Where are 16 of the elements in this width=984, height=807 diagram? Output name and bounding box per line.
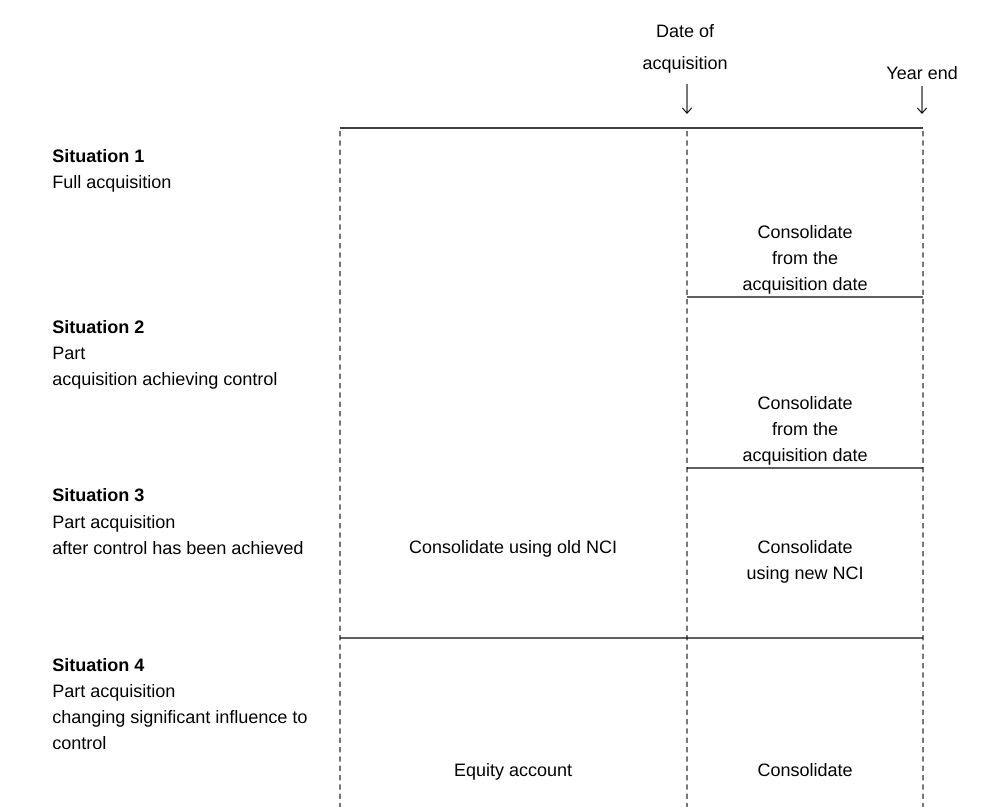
situation-title: Situation 3	[52, 488, 144, 502]
timeline-label: Year end	[886, 66, 957, 80]
cell-text: Consolidate	[758, 762, 852, 776]
cell-text: Consolidate using old NCI	[410, 540, 616, 557]
situation-description: Part acquisition after control has been achieved	[53, 514, 302, 554]
timeline-label: Date of acquisition	[643, 24, 726, 73]
situation-description: Part acquisition achieving control	[53, 346, 276, 389]
cell-text: Consolidate from the acquisition date	[743, 396, 867, 465]
situation-title: Situation 1	[52, 148, 144, 162]
cell-text: Consolidate using new NCI	[748, 540, 862, 583]
situation-title: Situation 4	[52, 658, 144, 672]
cell-text: Consolidate from the acquisition date	[743, 224, 867, 294]
cell-text: Equity account	[455, 762, 572, 780]
situation-title: Situation 2	[52, 320, 144, 334]
situation-description: Part acquisition changing significant influence to control	[53, 684, 307, 750]
situation-description: Full acquisition	[54, 174, 170, 192]
